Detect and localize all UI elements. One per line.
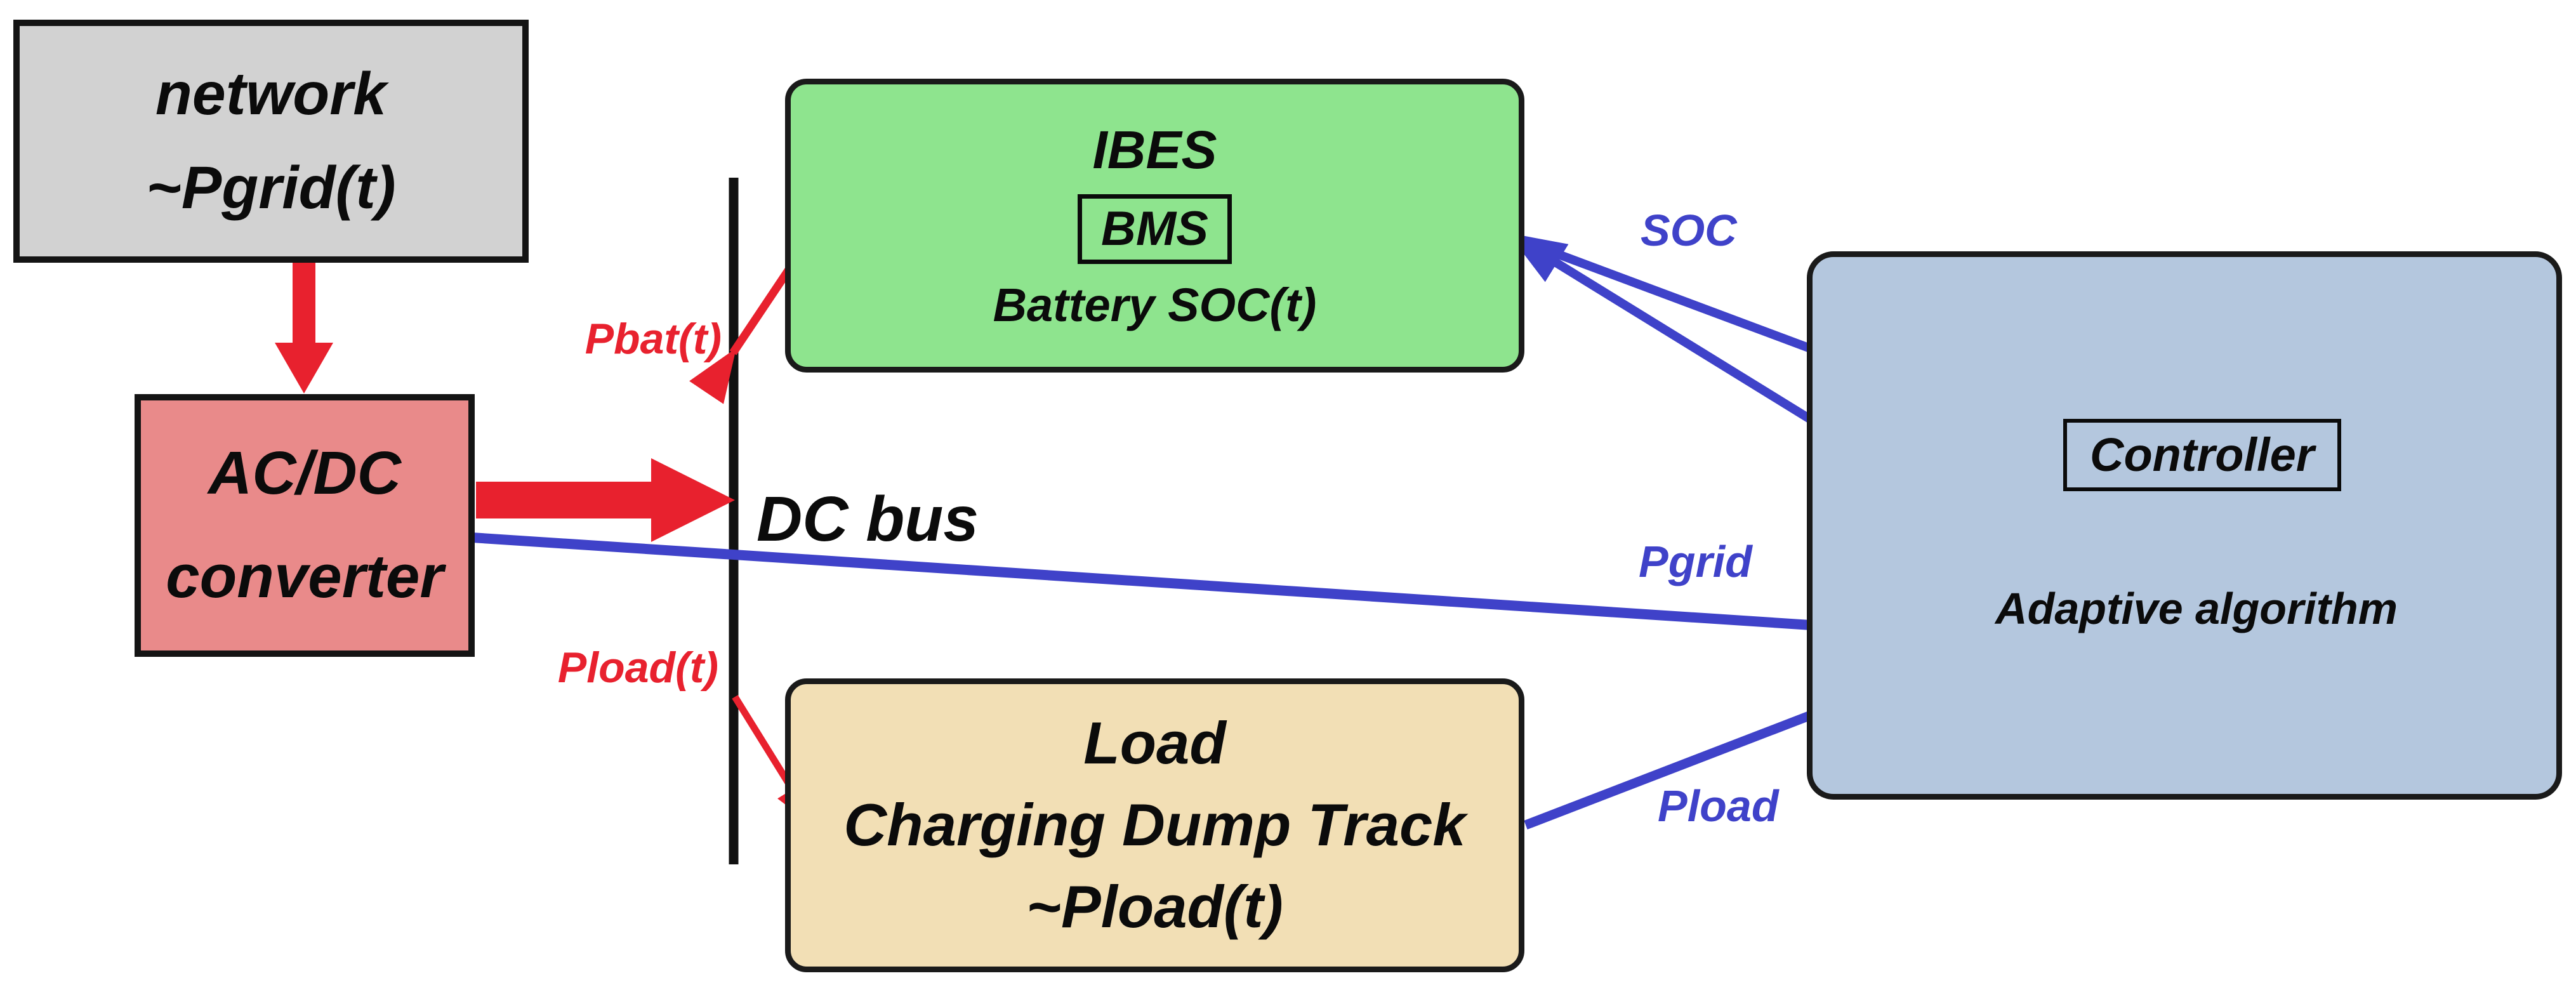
ibes-box: IBES BMS Battery SOC(t) (785, 79, 1524, 373)
converter-box: AC/DC converter (135, 394, 475, 657)
network-box: network ~Pgrid(t) (13, 20, 529, 263)
network-to-converter-arrow (275, 260, 333, 393)
bms-box: BMS (1078, 194, 1232, 264)
dc-bus-label: DC bus (756, 484, 979, 555)
pload-flow-label: Pload(t) (557, 644, 718, 692)
controller-title-box: Controller (2063, 419, 2341, 491)
load-title: Load (1083, 710, 1226, 777)
network-pgrid-label: ~Pgrid(t) (146, 154, 396, 221)
adaptive-algorithm-label: Adaptive algorithm (1995, 584, 2398, 633)
load-pload-label: ~Pload(t) (1026, 873, 1283, 940)
soc-signal-label: SOC (1641, 206, 1737, 255)
pgrid-signal-label: Pgrid (1639, 537, 1752, 586)
pload-signal-label: Pload (1658, 781, 1779, 831)
converter-to-bus-arrow (476, 458, 735, 542)
converter-label-line2: converter (166, 543, 444, 611)
controller-box: Controller Adaptive algorithm (1807, 251, 2562, 800)
load-box: Load Charging Dump Track ~Pload(t) (785, 678, 1524, 972)
converter-label-line1: AC/DC (208, 439, 401, 508)
network-label: network (155, 60, 387, 128)
ibes-title: IBES (1092, 119, 1217, 180)
battery-soc-label: Battery SOC(t) (993, 278, 1317, 331)
load-subtitle: Charging Dump Track (843, 791, 1466, 859)
pbat-flow-label: Pbat(t) (585, 315, 722, 363)
